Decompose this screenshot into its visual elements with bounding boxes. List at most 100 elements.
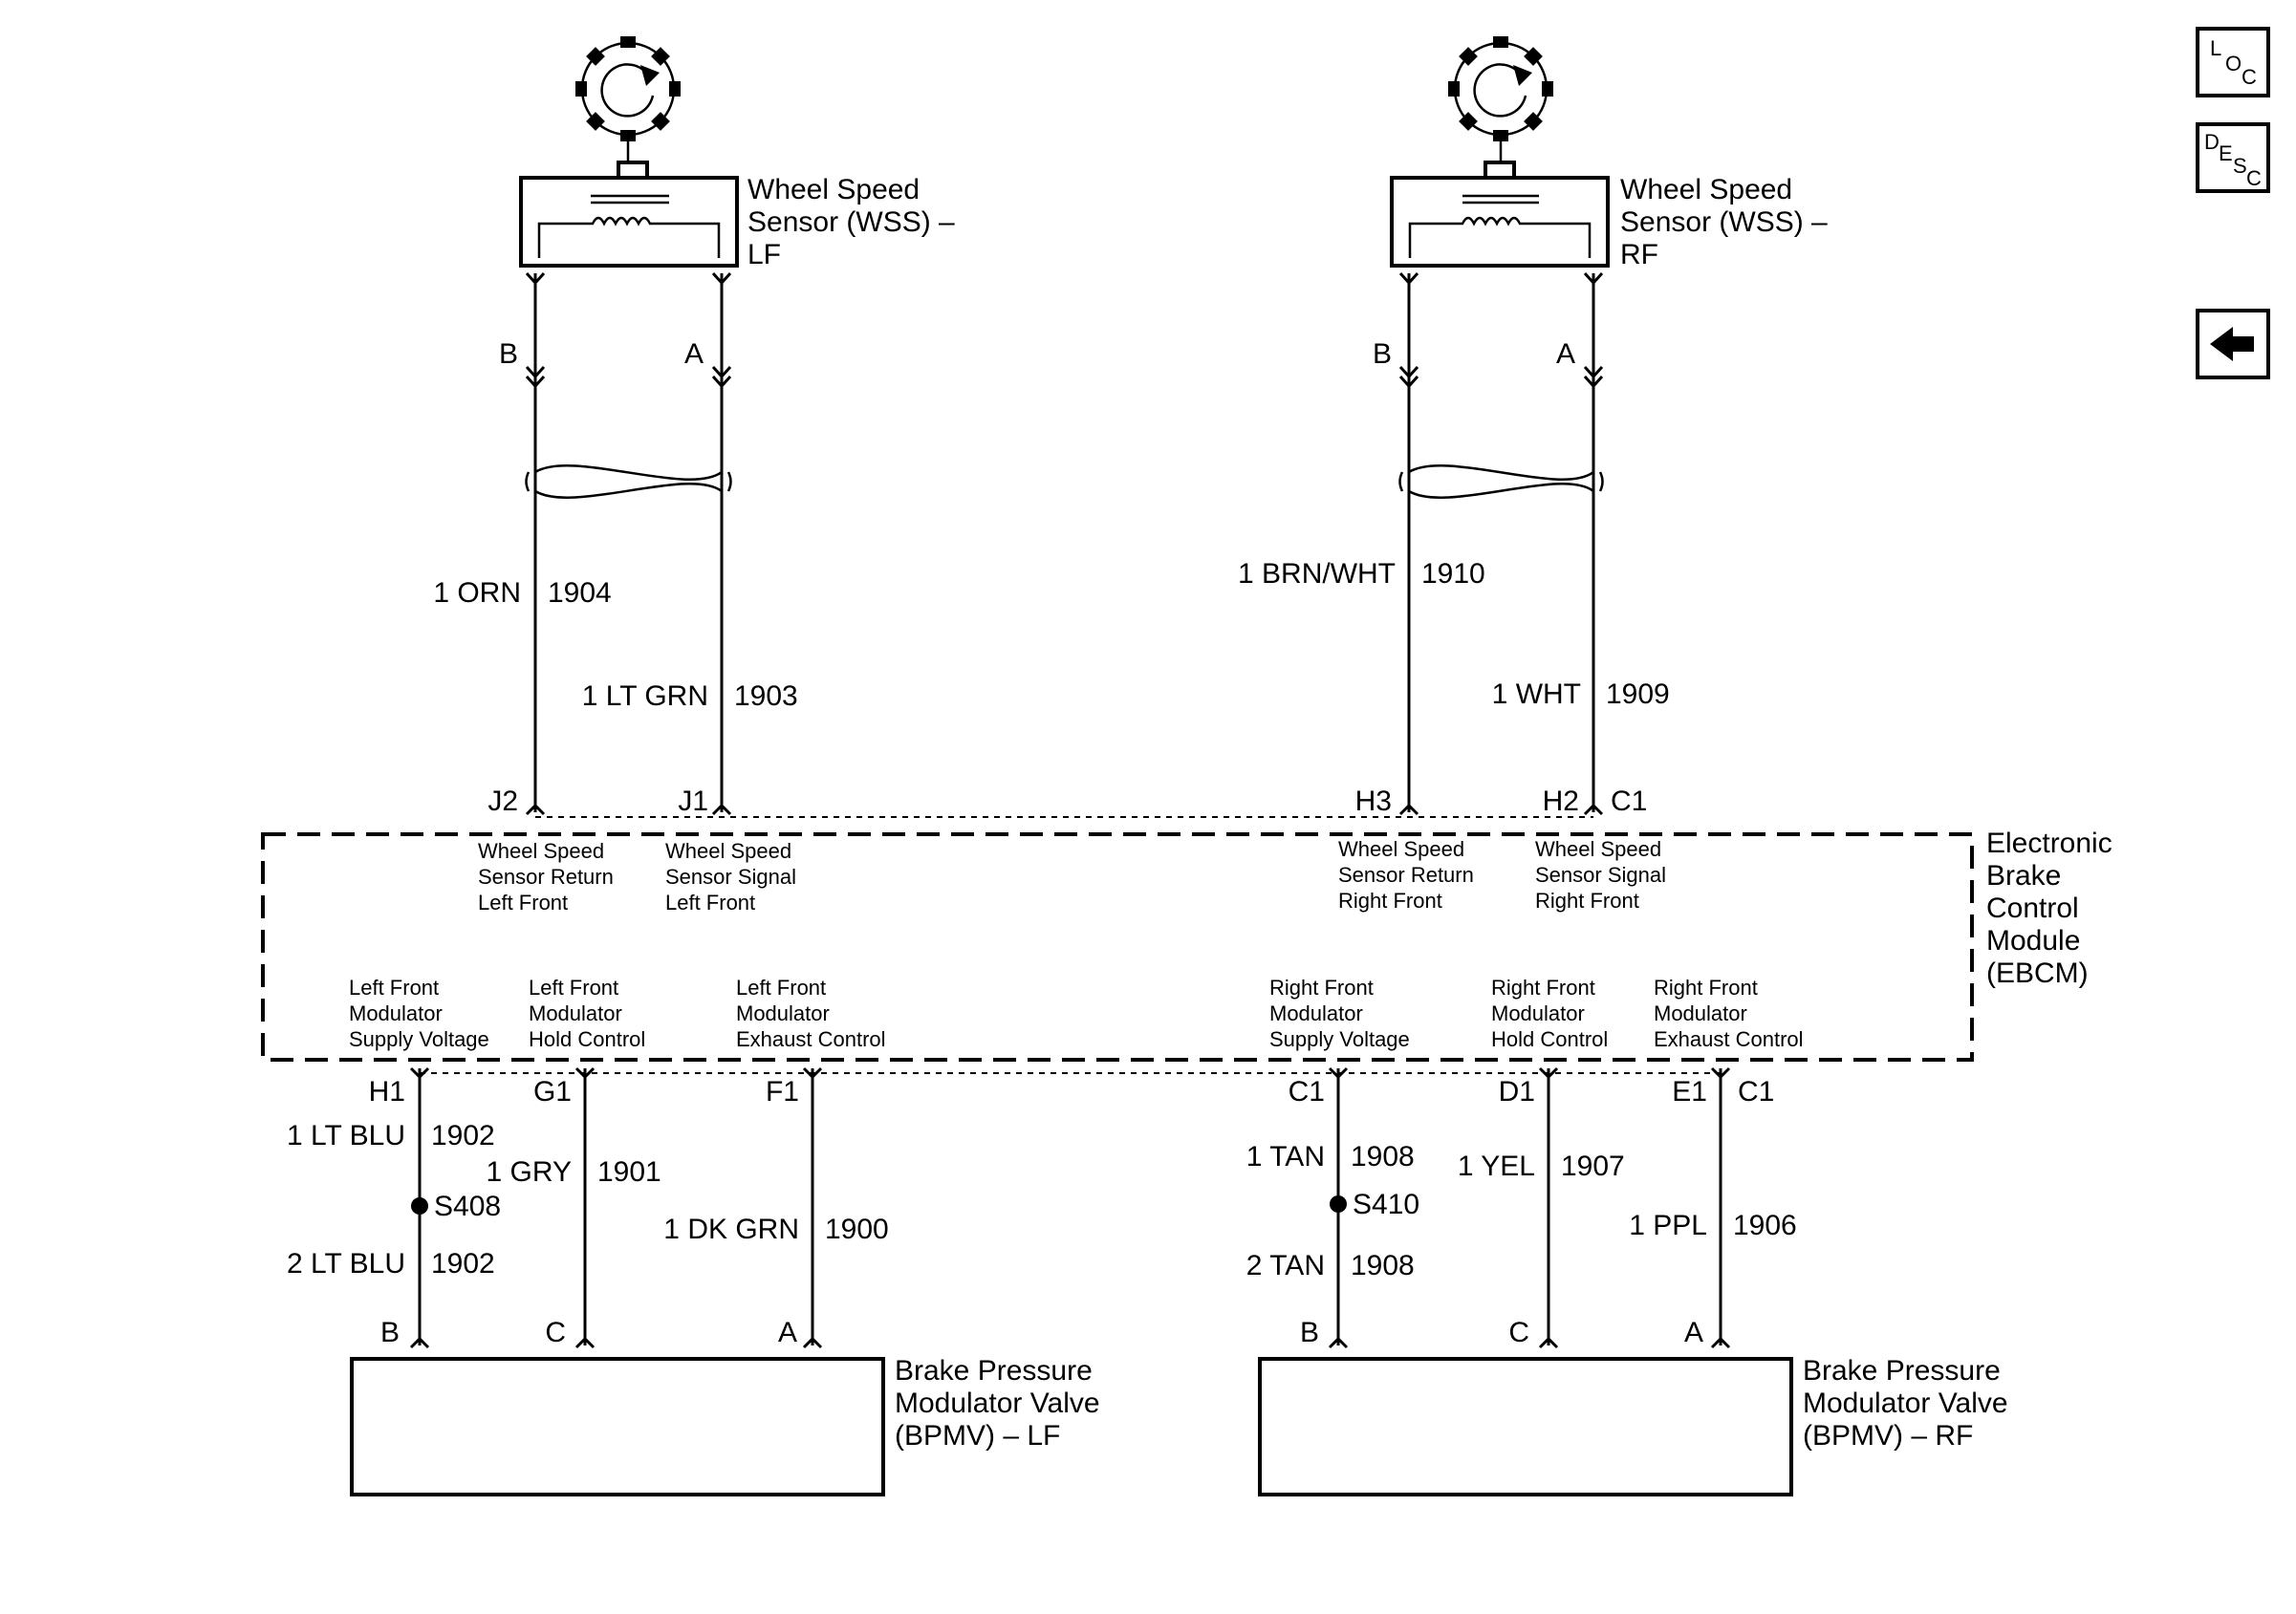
sensor-coil-icon bbox=[537, 194, 721, 258]
ebcm-label-3: Control bbox=[1986, 893, 2079, 924]
bpmv-rf-label-1: Brake Pressure bbox=[1803, 1355, 2001, 1387]
desc-button-frame[interactable] bbox=[2196, 122, 2270, 193]
wire-1910-circuit: 1910 bbox=[1421, 558, 1485, 590]
ebcm-lf-return-3: Left Front bbox=[478, 891, 568, 915]
ebcm-rf-exhaust-2: Modulator bbox=[1654, 1001, 1747, 1025]
bpmv-rf-label-3: (BPMV) – RF bbox=[1803, 1420, 1973, 1452]
wss-rf-body bbox=[1390, 176, 1610, 268]
wire-1902-upper-circuit: 1902 bbox=[431, 1120, 495, 1151]
bpmv-lf-pin-b: B bbox=[380, 1317, 400, 1348]
ebcm-label-5: (EBCM) bbox=[1986, 958, 2089, 989]
wss-rf-pin-a: A bbox=[1556, 338, 1575, 370]
ebcm-pin-j1: J1 bbox=[678, 785, 708, 817]
ebcm-lf-hold-3: Hold Control bbox=[529, 1027, 645, 1051]
loc-letter-3: C bbox=[2242, 65, 2257, 89]
bpmv-rf-pin-a: A bbox=[1684, 1317, 1703, 1348]
ebcm-pin-c1: C1 bbox=[1289, 1076, 1325, 1108]
wire-1908-lower-color: 2 TAN bbox=[1246, 1250, 1325, 1281]
ebcm-lf-exhaust-1: Left Front bbox=[736, 976, 826, 1000]
bottom-wires bbox=[418, 1068, 1722, 1345]
ebcm-rf-return-2: Sensor Return bbox=[1338, 863, 1474, 887]
ebcm-lf-return-2: Sensor Return bbox=[478, 865, 614, 889]
bpmv-rf-pin-c: C bbox=[1508, 1317, 1529, 1348]
desc-button[interactable]: D E S C bbox=[2196, 122, 2270, 193]
bpmv-lf-label-3: (BPMV) – LF bbox=[895, 1420, 1060, 1452]
wss-lf-label-1: Wheel Speed bbox=[747, 174, 920, 205]
wire-1904-color: 1 ORN bbox=[433, 577, 521, 609]
ebcm-label-1: Electronic bbox=[1986, 828, 2112, 859]
desc-letter-1: D bbox=[2204, 130, 2220, 154]
ebcm-rf-return-3: Right Front bbox=[1338, 889, 1442, 913]
desc-letter-2: E bbox=[2219, 141, 2233, 165]
bpmv-rf-body bbox=[1258, 1357, 1793, 1496]
ebcm-pin-j2: J2 bbox=[487, 785, 518, 817]
wire-1904-circuit: 1904 bbox=[548, 577, 612, 609]
wire-1907-color: 1 YEL bbox=[1458, 1151, 1535, 1182]
bpmv-lf-body bbox=[350, 1357, 885, 1496]
ebcm-rf-signal-3: Right Front bbox=[1535, 889, 1639, 913]
wire-1902-lower-circuit: 1902 bbox=[431, 1248, 495, 1280]
wss-lf-pin-b: B bbox=[499, 338, 518, 370]
wire-1908-upper-color: 1 TAN bbox=[1246, 1141, 1325, 1173]
ebcm-lf-exhaust-2: Modulator bbox=[736, 1001, 830, 1025]
ebcm-lf-hold-1: Left Front bbox=[529, 976, 618, 1000]
ebcm-pin-h1: H1 bbox=[369, 1076, 405, 1108]
wire-1909-color: 1 WHT bbox=[1492, 678, 1581, 710]
sensor-coil-icon bbox=[1408, 194, 1592, 258]
sensor-magnet bbox=[617, 161, 649, 180]
loc-button-frame[interactable] bbox=[2196, 27, 2270, 97]
ebcm-pin-e1: E1 bbox=[1672, 1076, 1707, 1108]
ebcm-rf-exhaust-1: Right Front bbox=[1654, 976, 1758, 1000]
wss-rf: Wheel Speed Sensor (WSS) – RF bbox=[1390, 36, 1828, 270]
bpmv-rf-pin-b: B bbox=[1300, 1317, 1319, 1348]
tone-wheel-icon bbox=[575, 36, 681, 162]
tone-wheel-icon bbox=[1448, 36, 1553, 162]
ebcm-connector-c1-bottom: C1 bbox=[1738, 1076, 1774, 1108]
wire-1910-color: 1 BRN/WHT bbox=[1238, 558, 1396, 590]
loc-letter-1: L bbox=[2210, 36, 2221, 60]
wire-1903-color: 1 LT GRN bbox=[582, 680, 708, 712]
bpmv-lf-label-2: Modulator Valve bbox=[895, 1388, 1100, 1419]
ebcm-pin-d1: D1 bbox=[1499, 1076, 1535, 1108]
wss-rf-pin-b: B bbox=[1373, 338, 1392, 370]
ebcm-rf-signal-1: Wheel Speed bbox=[1535, 837, 1661, 861]
ebcm-lf-signal-1: Wheel Speed bbox=[665, 839, 791, 863]
wire-1901-color: 1 GRY bbox=[487, 1156, 573, 1188]
bpmv-lf-label-1: Brake Pressure bbox=[895, 1355, 1093, 1387]
ebcm-lf-supply-1: Left Front bbox=[349, 976, 439, 1000]
ebcm-pin-f1: F1 bbox=[766, 1076, 799, 1108]
ebcm-rf-supply-2: Modulator bbox=[1269, 1001, 1363, 1025]
ebcm-lf-hold-2: Modulator bbox=[529, 1001, 622, 1025]
wire-1903-circuit: 1903 bbox=[734, 680, 798, 712]
bpmv-lf: Brake Pressure Modulator Valve (BPMV) – … bbox=[350, 1355, 1100, 1496]
wss-rf-label-1: Wheel Speed bbox=[1620, 174, 1792, 205]
wss-rf-label-3: RF bbox=[1620, 239, 1658, 270]
ebcm-pin-h3: H3 bbox=[1355, 785, 1392, 817]
bpmv-lf-pin-a: A bbox=[778, 1317, 797, 1348]
bpmv-lf-pin-c: C bbox=[545, 1317, 566, 1348]
ebcm-lf-signal-2: Sensor Signal bbox=[665, 865, 796, 889]
back-button[interactable] bbox=[2196, 309, 2270, 379]
ebcm-rf-return-1: Wheel Speed bbox=[1338, 837, 1464, 861]
twisted-pair-icon bbox=[525, 464, 732, 499]
ebcm-outline bbox=[261, 832, 1974, 1062]
ebcm-lf-return-1: Wheel Speed bbox=[478, 839, 604, 863]
loc-button[interactable]: L O C bbox=[2196, 27, 2270, 97]
wire-1907-circuit: 1907 bbox=[1561, 1151, 1625, 1182]
sensor-magnet bbox=[1484, 161, 1516, 180]
ebcm-lf-supply-3: Supply Voltage bbox=[349, 1027, 489, 1051]
top-wires bbox=[533, 273, 1595, 812]
ebcm-connector-c1-top: C1 bbox=[1611, 785, 1647, 817]
arrow-left-icon[interactable] bbox=[2210, 327, 2254, 361]
ebcm-rf-hold-3: Hold Control bbox=[1491, 1027, 1608, 1051]
wss-connector-chevrons bbox=[525, 271, 1604, 816]
ebcm-rf-hold-1: Right Front bbox=[1491, 976, 1595, 1000]
ebcm-pin-g1: G1 bbox=[533, 1076, 572, 1108]
splice-dot-icon bbox=[1330, 1195, 1347, 1213]
ebcm-module: Electronic Brake Control Module (EBCM) W… bbox=[261, 816, 2112, 1074]
ebcm-rf-signal-2: Sensor Signal bbox=[1535, 863, 1666, 887]
ebcm-label-4: Module bbox=[1986, 925, 2080, 957]
wire-1901-circuit: 1901 bbox=[597, 1156, 661, 1188]
ebcm-lf-exhaust-3: Exhaust Control bbox=[736, 1027, 886, 1051]
